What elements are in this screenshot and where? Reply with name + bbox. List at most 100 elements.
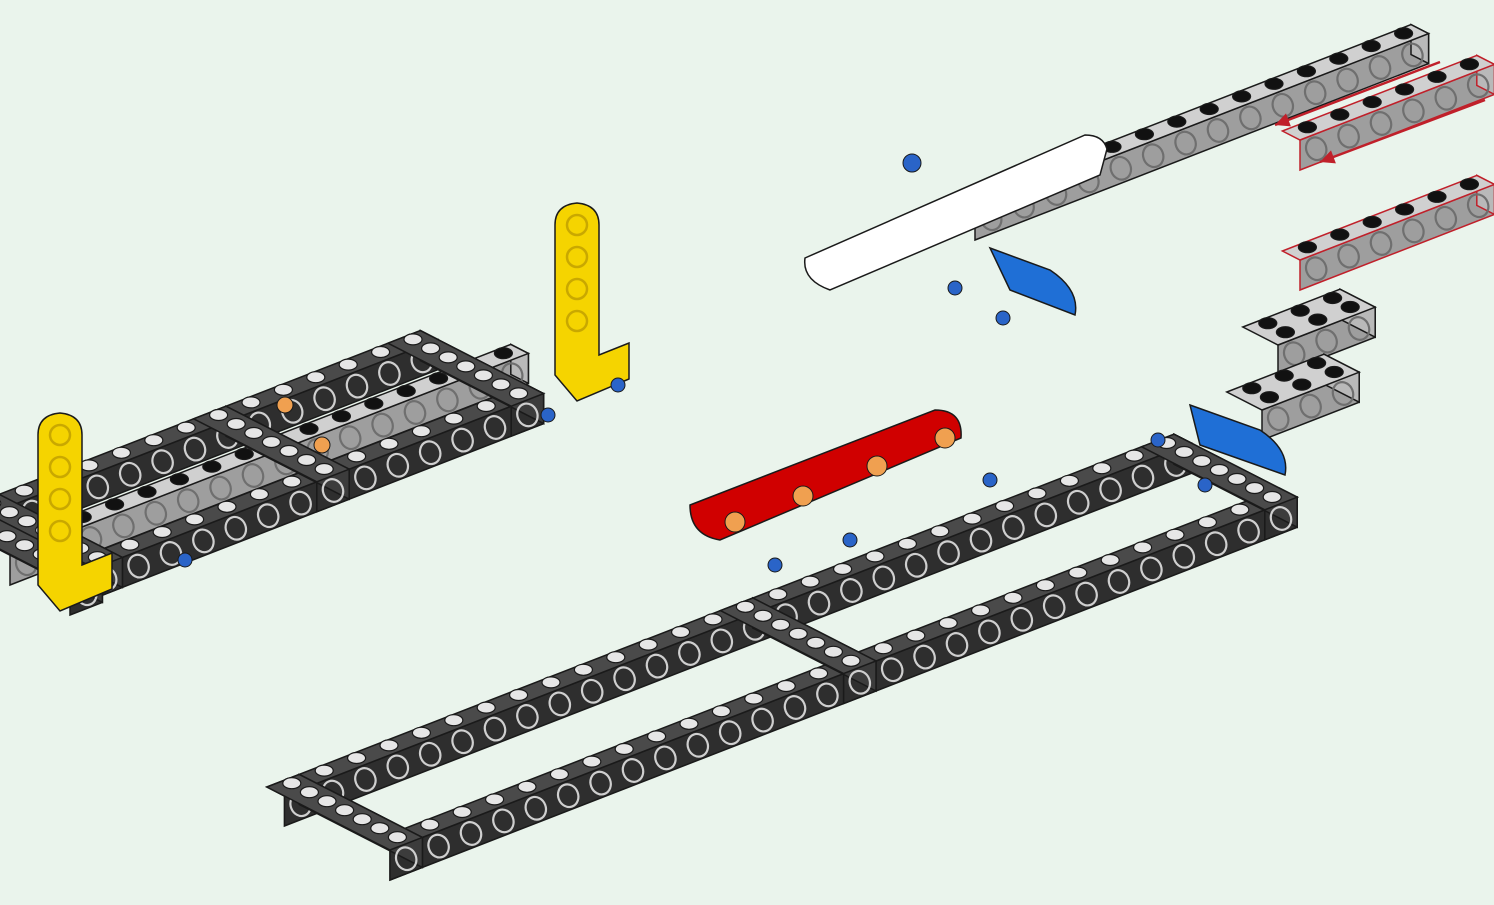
beam-stud xyxy=(203,461,221,472)
beam-stud xyxy=(300,423,318,434)
beam-stud xyxy=(1228,474,1246,485)
beam-stud xyxy=(421,819,439,830)
beam-stud xyxy=(177,422,195,433)
yellow-liftarm-right xyxy=(555,203,629,401)
beam-stud xyxy=(789,628,807,639)
beam-stud xyxy=(453,807,471,818)
orange-pin-icon xyxy=(935,428,955,448)
beam-stud xyxy=(777,681,795,692)
beam-stud xyxy=(153,527,171,538)
beam-stud xyxy=(1276,327,1294,338)
beam-stud xyxy=(318,796,336,807)
beam-stud xyxy=(348,451,366,462)
beam-stud xyxy=(1198,517,1216,528)
beam-stud xyxy=(1168,116,1186,127)
beam-stud xyxy=(106,499,124,510)
beam-stud xyxy=(445,413,463,424)
beam-stud xyxy=(801,576,819,587)
beam-stud xyxy=(1331,109,1349,120)
white-liftarm xyxy=(805,135,1107,290)
beam-stud xyxy=(1231,504,1249,515)
beam-stud xyxy=(1325,367,1343,378)
beam-stud xyxy=(0,507,18,518)
beam-stud xyxy=(227,419,245,430)
orange-pin-icon xyxy=(725,512,745,532)
lower-frame-front-beam xyxy=(372,488,1297,880)
beam-stud xyxy=(615,744,633,755)
beam-stud xyxy=(412,426,430,437)
beam-stud xyxy=(745,693,763,704)
beam-stud xyxy=(1246,483,1264,494)
beam-stud xyxy=(772,619,790,630)
beam-stud xyxy=(138,486,156,497)
beam-stud xyxy=(353,814,371,825)
beam-stud xyxy=(15,485,33,496)
beam-stud xyxy=(170,474,188,485)
beam-stud xyxy=(574,664,592,675)
beam-stud xyxy=(1363,217,1381,228)
beam-stud xyxy=(422,343,440,354)
beam-stud xyxy=(1324,293,1342,304)
beam-stud xyxy=(121,539,139,550)
beam-stud xyxy=(1275,370,1293,381)
dark-frame-assembly xyxy=(0,25,1429,880)
beam-stud xyxy=(242,397,260,408)
beam-stud xyxy=(315,765,333,776)
beam-stud xyxy=(874,643,892,654)
beam-stud xyxy=(704,614,722,625)
beam-stud xyxy=(510,690,528,701)
orange-pin-icon xyxy=(867,456,887,476)
beam-stud xyxy=(939,618,957,629)
beam-stud xyxy=(680,718,698,729)
beam-stud xyxy=(972,605,990,616)
beam-stud xyxy=(283,476,301,487)
beam-stud xyxy=(457,361,475,372)
beam-stud xyxy=(583,756,601,767)
beam-stud xyxy=(866,551,884,562)
beam-stud xyxy=(380,740,398,751)
beam-stud xyxy=(963,513,981,524)
beam-stud xyxy=(842,655,860,666)
beam-stud xyxy=(1460,59,1478,70)
beam-stud xyxy=(1259,318,1277,329)
blue-pin-icon xyxy=(948,281,962,295)
beam-stud xyxy=(1291,305,1309,316)
beam-stud xyxy=(1309,314,1327,325)
beam-stud xyxy=(336,805,354,816)
beam-stud xyxy=(186,514,204,525)
beam-stud xyxy=(810,668,828,679)
blue-axle-icon xyxy=(903,154,921,172)
beam-stud xyxy=(1125,450,1143,461)
incoming-beam-bottom xyxy=(1282,175,1494,290)
blue-pin-icon xyxy=(1151,433,1165,447)
beam-stud xyxy=(1101,555,1119,566)
beam-stud xyxy=(807,637,825,648)
blue-pin-icon xyxy=(541,408,555,422)
beam-stud xyxy=(307,372,325,383)
beam-stud xyxy=(931,526,949,537)
beam-stud xyxy=(388,832,406,843)
beam-stud xyxy=(1293,379,1311,390)
beam-stud xyxy=(607,652,625,663)
beam-stud xyxy=(1036,580,1054,591)
beam-stud xyxy=(1428,71,1446,82)
beam-stud xyxy=(348,753,366,764)
beam-stud xyxy=(371,823,389,834)
beam-stud xyxy=(372,347,390,358)
beam-stud xyxy=(339,359,357,370)
beam-stud xyxy=(639,639,657,650)
beam-stud xyxy=(430,373,448,384)
beam-stud xyxy=(1460,179,1478,190)
blue-pin-icon xyxy=(996,311,1010,325)
beam-stud xyxy=(1330,53,1348,64)
blue-pin-icon xyxy=(1198,478,1212,492)
beam-stud xyxy=(1341,302,1359,313)
beam-stud xyxy=(1166,529,1184,540)
beam-stud xyxy=(397,386,415,397)
beam-stud xyxy=(996,501,1014,512)
beam-stud xyxy=(218,501,236,512)
beam-stud xyxy=(1298,122,1316,133)
beam-stud xyxy=(477,702,495,713)
orange-pin-icon xyxy=(277,397,293,413)
